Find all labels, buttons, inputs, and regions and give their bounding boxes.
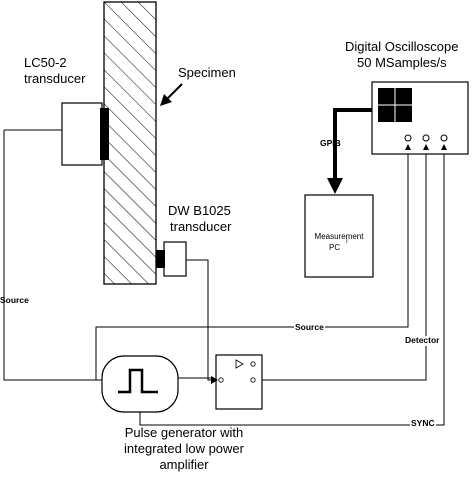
gpib-label: GPIB [320,138,341,148]
lc50-transducer-body [61,102,103,166]
pulse-symbol [118,368,158,394]
receiver-port-top [250,361,256,367]
specimen-arrowhead [160,94,172,106]
lc50-transducer-face [100,108,109,160]
pulse-label-1: Pulse generator with [124,425,244,440]
detector-label: Detector [404,335,441,346]
oscilloscope-label-1: Digital Oscilloscope [345,39,459,54]
osc-input-1 [404,134,412,142]
osc-input-1-arrow [405,144,411,150]
pulse-generator-body [101,355,179,413]
source-label-left: Source [0,295,29,305]
pc-mark: I [346,239,348,245]
pulse-label-2: integrated low power [124,441,244,456]
source-wire-mid [95,140,409,380]
lc50-label-1: LC50-2 [24,55,67,70]
receiver-port-in [218,377,224,383]
receiver-port-out [250,377,256,383]
dw-transducer-face [156,250,165,268]
detector-wire [262,140,427,381]
sync-label: SYNC [410,418,436,429]
pc-label-2: PC [329,243,341,252]
receiver-triangle [235,359,244,369]
dw-transducer-cable [186,259,209,360]
dw-label-1: DW B1025 [168,203,231,218]
dw-transducer-body [163,241,187,277]
osc-input-2-arrow [423,144,429,150]
dw-label-2: transducer [170,219,232,234]
specimen-label: Specimen [178,65,236,80]
lc50-label-2: transducer [24,71,86,86]
source-label-mid: Source [294,322,325,333]
measurement-pc [304,194,374,278]
gpib-arrowhead [327,178,343,194]
osc-input-3 [440,134,448,142]
osc-input-2 [422,134,430,142]
oscilloscope-label-2: 50 MSamples/s [357,55,447,70]
dw-signal-arrowhead [211,376,218,384]
pc-label-1: Measurement [314,232,364,241]
osc-input-3-arrow [441,144,447,150]
source-wire-left [3,130,102,381]
gpib-bus [333,108,372,180]
sync-wire [139,140,445,426]
specimen-arrow [165,83,183,101]
pulse-label-3: amplifier [159,457,209,472]
specimen-block [103,1,157,285]
